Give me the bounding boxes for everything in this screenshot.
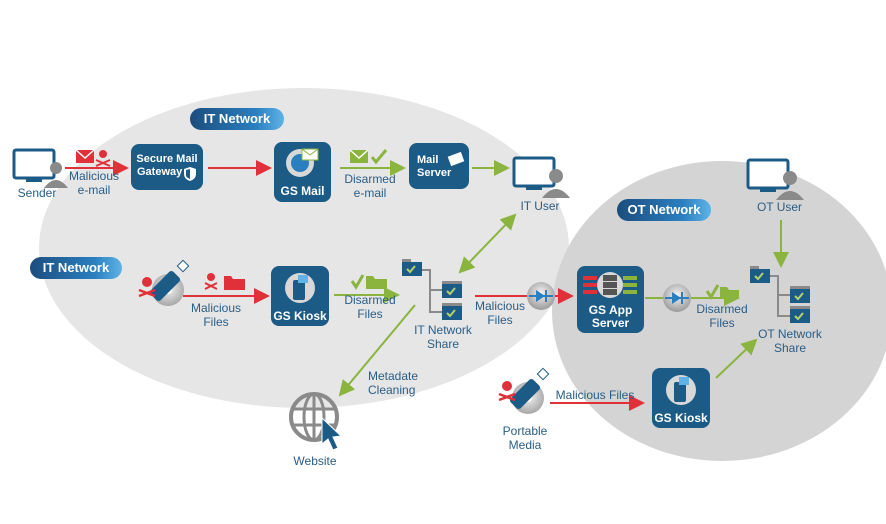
malicious-email-label: Malicious e-mail — [64, 169, 124, 197]
green-check-icon — [370, 149, 388, 165]
share-label-line1: IT Network — [414, 323, 472, 337]
flow-label-line1: Malicious — [68, 169, 119, 183]
ot-network-zone — [552, 161, 886, 461]
gs-kiosk-it-node[interactable]: GS Kiosk — [271, 266, 329, 326]
shield-icon — [184, 167, 196, 181]
flow-label-line1: Disarmed — [344, 172, 396, 186]
node-label-line2: Server — [417, 167, 452, 179]
malicious-files-it-label: Malicious Files — [186, 301, 246, 329]
flow-label-line2: Files — [357, 307, 383, 321]
disarmed-files-it-label: Disarmed Files — [338, 293, 402, 321]
malicious-files-portable-label: Malicious Files — [555, 388, 635, 402]
flow-label-line2: e-mail — [353, 186, 387, 200]
flow-label-line1: Disarmed — [344, 293, 396, 307]
it-network-label-left: IT Network — [30, 257, 122, 279]
node-label-line1: Mail — [417, 154, 439, 166]
app-server-icon — [583, 272, 637, 298]
flow-label-line2: Files — [709, 316, 735, 330]
flow-label-line1: Malicious — [474, 299, 525, 313]
gs-mail-node[interactable]: GS Mail — [274, 142, 331, 202]
green-folder-icon — [720, 287, 739, 298]
flow-label-line2: Files — [487, 313, 513, 327]
flow-label-line1: Metadate — [368, 369, 419, 383]
usb-disc-media-icon — [509, 367, 550, 414]
ot-network-label: OT Network — [617, 199, 711, 221]
malicious-files-to-ot-label: Malicious Files — [470, 299, 530, 327]
gs-kiosk-logo-icon — [285, 273, 315, 303]
flow-label-line2: Cleaning — [368, 383, 416, 397]
data-diode-icon — [527, 282, 555, 310]
node-label: GS Kiosk — [654, 411, 708, 425]
website-label: Website — [293, 454, 337, 468]
skull-crossbones-icon — [498, 381, 516, 402]
share-label-line2: Share — [773, 341, 807, 355]
metadata-cleaning-label: Metadate Cleaning — [368, 369, 428, 397]
ot-network-share-icon — [750, 266, 810, 323]
green-envelope-icon — [349, 149, 369, 163]
ot-user-label: OT User — [756, 200, 803, 214]
node-label-line1: Secure Mail — [136, 153, 198, 165]
disarmed-email-label: Disarmed e-mail — [338, 172, 402, 200]
sender-computer-icon — [12, 148, 68, 188]
it-user-label: IT User — [520, 199, 560, 213]
it-network-label-top: IT Network — [190, 108, 284, 130]
green-check-icon — [350, 274, 365, 290]
node-label-line2: Gateway — [137, 166, 183, 178]
disarmed-files-ot-label: Disarmed Files — [690, 302, 754, 330]
it-network-zone — [39, 88, 569, 408]
green-folder-icon — [366, 276, 387, 289]
data-diode-icon — [663, 284, 691, 312]
arrow-metadata-cleaning — [338, 304, 416, 397]
red-folder-icon — [224, 276, 245, 290]
ot-user-computer-icon — [746, 158, 804, 200]
flow-label-line2: Files — [203, 315, 229, 329]
mail-server-node[interactable]: Mail Server — [409, 143, 469, 189]
flow-label-line2: e-mail — [77, 183, 111, 197]
node-label: GS Kiosk — [273, 309, 327, 323]
it-network-share-label: IT Network Share — [405, 323, 481, 351]
portable-media-line1: Portable — [502, 424, 548, 438]
portable-media-label: Portable Media — [495, 424, 555, 452]
skull-crossbones-icon — [95, 150, 111, 167]
node-label-line2: Server — [591, 316, 630, 330]
secure-mail-gateway-node[interactable]: Secure Mail Gateway — [131, 144, 203, 190]
it-network-share-icon — [402, 259, 462, 320]
flow-label-line1: Disarmed — [696, 302, 748, 316]
arrow-ituser-share-bidirectional — [458, 213, 517, 274]
gs-app-server-node[interactable]: GS App Server — [577, 266, 644, 333]
node-label: GS Mail — [280, 184, 325, 198]
gs-mail-logo-icon — [286, 148, 319, 177]
it-user-computer-icon — [512, 156, 570, 198]
cursor-icon — [321, 416, 343, 451]
portable-media-line2: Media — [508, 438, 542, 452]
share-label-line1: OT Network — [758, 327, 822, 341]
share-label-line2: Share — [426, 337, 460, 351]
node-label-line1: GS App — [588, 303, 633, 317]
skull-crossbones-icon — [204, 273, 218, 290]
sender-label: Sender — [17, 186, 57, 200]
flow-label-line1: Malicious — [190, 301, 241, 315]
green-check-icon — [705, 284, 720, 300]
usb-disc-media-icon — [149, 259, 190, 306]
envelope-icon — [447, 151, 465, 167]
ot-network-share-label: OT Network Share — [752, 327, 828, 355]
skull-crossbones-icon — [138, 277, 156, 298]
gs-kiosk-logo-icon — [666, 375, 696, 405]
red-envelope-icon — [75, 149, 95, 163]
gs-kiosk-ot-node[interactable]: GS Kiosk — [652, 368, 710, 428]
arrow-kiosk-to-otshare — [715, 338, 758, 379]
